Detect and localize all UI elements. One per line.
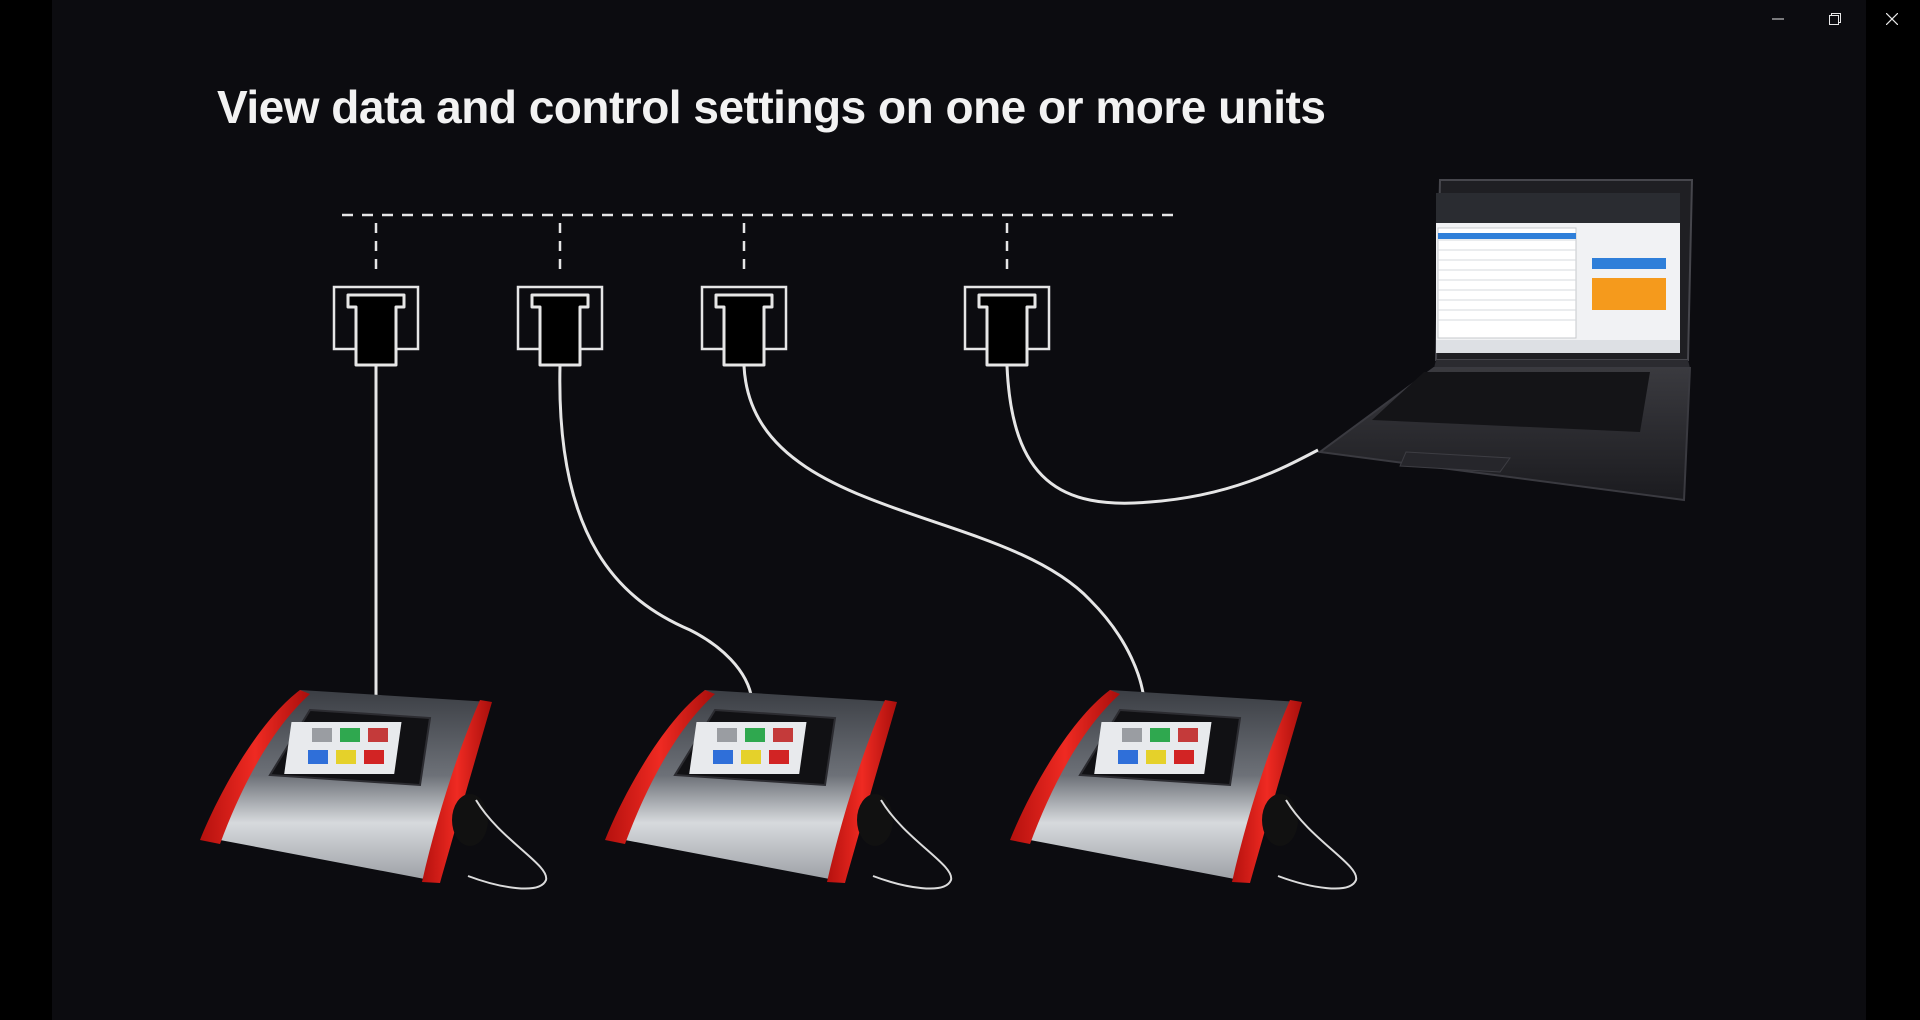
restore-button[interactable]	[1806, 0, 1863, 38]
close-button[interactable]	[1863, 0, 1920, 38]
slide-title: View data and control settings on one or…	[217, 81, 1326, 133]
checkmate-device	[605, 690, 953, 890]
restore-icon	[1828, 13, 1841, 25]
checkmate-device	[200, 690, 548, 890]
ethernet-port-icon	[332, 285, 420, 367]
ethernet-port-icon	[516, 285, 604, 367]
cable-4	[1005, 365, 1319, 505]
close-icon	[1885, 13, 1898, 25]
window-controls	[1749, 0, 1920, 38]
minimize-icon	[1771, 18, 1784, 20]
cable-2	[558, 365, 754, 701]
ethernet-port-icon	[963, 285, 1051, 367]
cable-3	[742, 365, 1146, 701]
minimize-button[interactable]	[1749, 0, 1806, 38]
ethernet-port-icon	[700, 285, 788, 367]
laptop-image	[1317, 179, 1694, 502]
checkmate-device	[1010, 690, 1358, 890]
